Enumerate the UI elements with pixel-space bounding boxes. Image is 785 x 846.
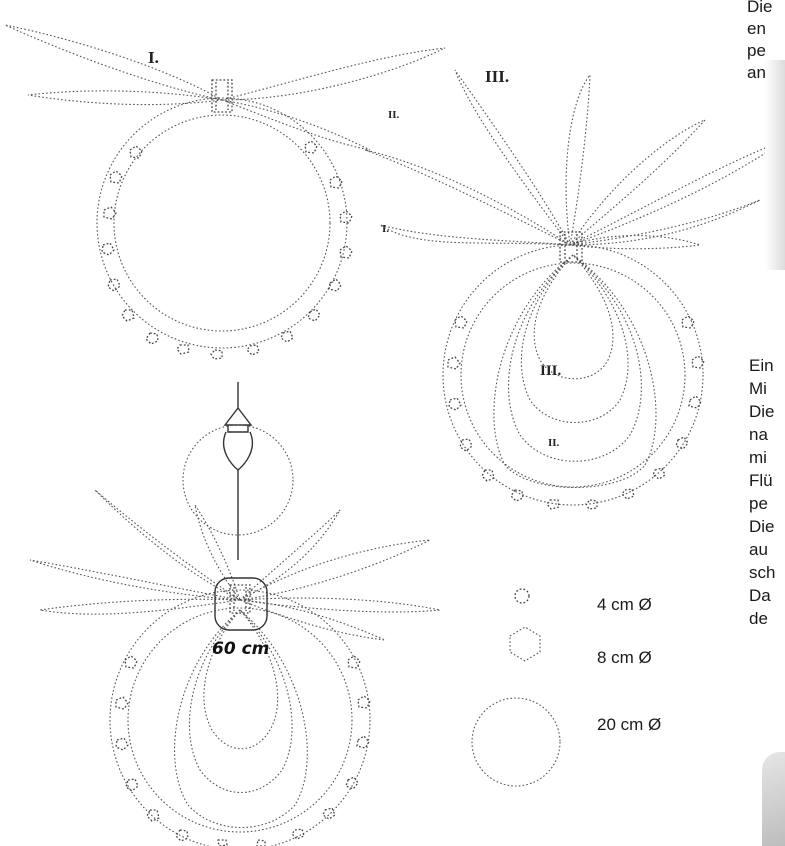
beaded-wreath xyxy=(443,245,704,509)
leaf-branch xyxy=(380,225,570,245)
legend-shape-hexagon xyxy=(510,627,540,661)
side-line: mi xyxy=(749,446,775,469)
roman-label-three: III. xyxy=(485,67,509,86)
petal-layer xyxy=(521,255,628,423)
petal-layer xyxy=(494,255,656,488)
leaf-branch xyxy=(195,505,240,600)
hanger-drop xyxy=(224,432,253,470)
leaf-branch xyxy=(570,140,785,245)
clamp-box xyxy=(215,578,267,630)
side-line: na xyxy=(749,423,775,446)
photo-edge-bottom xyxy=(762,752,785,846)
leaf-branch xyxy=(222,48,445,100)
leaf-branch xyxy=(222,100,370,150)
leaf-branch xyxy=(570,120,705,245)
beaded-wreath xyxy=(110,590,370,846)
side-text-bottom: Ein Mi Die na mi Flü pe Die au sch Da de xyxy=(749,354,775,630)
hanging-figure: 60 cm xyxy=(30,382,440,846)
roman-label-two-small: II. xyxy=(388,109,400,121)
side-line: Die xyxy=(749,515,775,538)
petal-layer xyxy=(534,255,613,379)
leaf-branch xyxy=(365,150,570,245)
roman-label-three-center: III. xyxy=(540,363,562,379)
petal-layer xyxy=(509,255,642,461)
leaf-branch xyxy=(40,599,240,614)
side-line: de xyxy=(749,607,775,630)
side-line: pe xyxy=(749,492,775,515)
side-line: en xyxy=(747,18,773,40)
photo-edge-top xyxy=(765,60,785,270)
legend-shape-large-circle xyxy=(472,698,560,786)
hanging-length-label: 60 cm xyxy=(212,639,269,659)
legend-label-20cm: 20 cm Ø xyxy=(597,715,661,735)
side-line: Die xyxy=(747,0,773,18)
leaf-branch xyxy=(5,25,222,100)
legend-shape-small-circle xyxy=(515,589,529,603)
wreath-figure-two: III. III. II. xyxy=(365,67,785,509)
side-line: pe xyxy=(747,40,773,62)
side-line: Die xyxy=(749,400,775,423)
leaf-branch xyxy=(240,540,430,600)
side-line: Mi xyxy=(749,377,775,400)
petal-layer xyxy=(204,610,278,749)
side-line: Da xyxy=(749,584,775,607)
legend-label-4cm: 4 cm Ø xyxy=(597,595,652,615)
legend-label-8cm: 8 cm Ø xyxy=(597,648,652,668)
leaf-branch xyxy=(30,560,240,600)
side-line: Ein xyxy=(749,354,775,377)
beaded-wreath xyxy=(97,98,352,359)
roman-label-two-center: II. xyxy=(548,437,560,449)
petal-layer xyxy=(189,610,292,793)
leaf-branch xyxy=(240,510,340,600)
side-line: sch xyxy=(749,561,775,584)
leaf-branch xyxy=(455,70,570,245)
roman-label-one: I. xyxy=(148,48,159,67)
leaf-branch xyxy=(566,75,590,245)
center-clamp xyxy=(560,232,582,262)
hanger-bell xyxy=(225,408,251,432)
side-line: Flü xyxy=(749,469,775,492)
leaf-branch xyxy=(240,598,440,612)
side-line: au xyxy=(749,538,775,561)
wreath-figure-one: I. II. I. xyxy=(5,25,445,359)
